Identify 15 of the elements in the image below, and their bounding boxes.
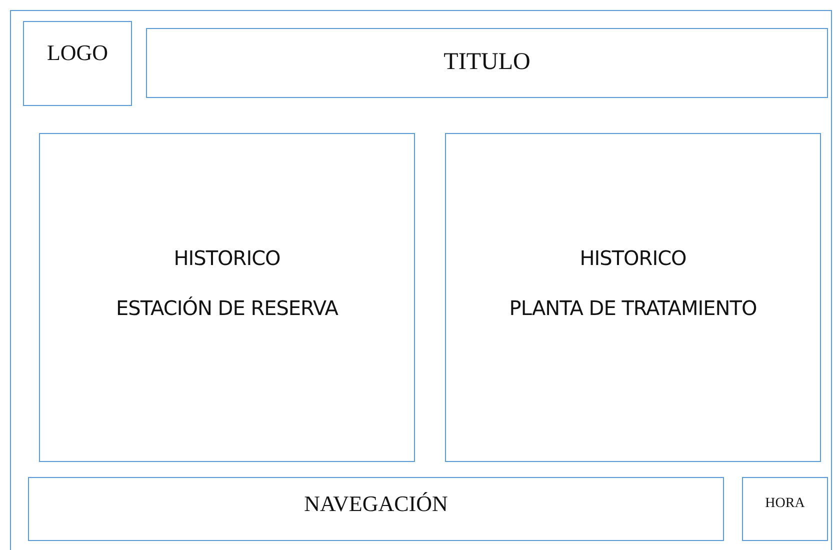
- page-frame: [10, 10, 832, 550]
- layout-panel: [28, 477, 724, 541]
- panel-title: HORA: [764, 496, 806, 512]
- panel-title: NAVEGACIÓN: [303, 491, 449, 517]
- panel-subtitle: ESTACIÓN DE RESERVA: [115, 296, 340, 320]
- panel-title: TITULO: [442, 49, 532, 76]
- layout-panel: [445, 133, 821, 462]
- panel-subtitle: PLANTA DE TRATAMIENTO: [508, 296, 758, 320]
- panel-title: LOGO: [46, 40, 110, 66]
- layout-panel: [23, 21, 132, 106]
- layout-panel: [146, 28, 828, 98]
- layout-panel: [39, 133, 415, 462]
- layout-panel: [742, 477, 828, 541]
- panel-title: HISTORICO: [578, 246, 688, 270]
- panel-title: HISTORICO: [172, 246, 282, 270]
